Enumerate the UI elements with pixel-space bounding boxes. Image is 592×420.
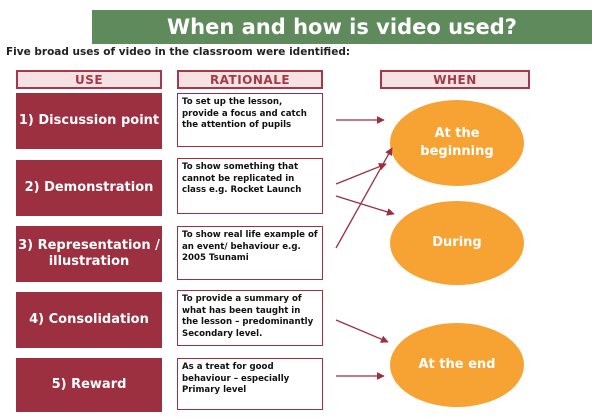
use-label: 1) Discussion point	[18, 112, 160, 128]
use-box-5: 5) Reward	[16, 358, 162, 412]
when-oval-beginning: At the beginning	[390, 100, 524, 186]
rationale-text: To set up the lesson, provide a focus an…	[182, 97, 307, 131]
when-label: At the end	[418, 356, 496, 372]
rationale-box-1: To set up the lesson, provide a focus an…	[177, 93, 323, 147]
use-box-2: 2) Demonstration	[16, 160, 162, 216]
rationale-box-4: To provide a summary of what has been ta…	[177, 290, 323, 346]
use-box-4: 4) Consolidation	[16, 292, 162, 348]
title-banner: When and how is video used?	[92, 10, 592, 44]
rationale-box-2: To show something that cannot be replica…	[177, 158, 323, 214]
when-label: During	[432, 234, 482, 250]
header-when: WHEN	[380, 70, 530, 89]
rationale-text: As a treat for good behaviour – especial…	[182, 362, 290, 396]
use-label: 5) Reward	[51, 376, 127, 392]
when-label: At the beginning	[420, 125, 494, 159]
arrow-2-beginning	[335, 162, 387, 185]
header-rationale: RATIONALE	[177, 70, 323, 89]
arrow-3-beginning	[335, 147, 393, 249]
intro-text: Five broad uses of video in the classroo…	[6, 46, 351, 58]
header-use: USE	[16, 70, 162, 89]
use-box-3: 3) Representation / illustration	[16, 226, 162, 282]
use-box-1: 1) Discussion point	[16, 93, 162, 149]
rationale-text: To provide a summary of what has been ta…	[182, 294, 314, 339]
rationale-box-3: To show real life example of an event/ b…	[177, 226, 323, 280]
when-oval-end: At the end	[390, 323, 524, 407]
use-label: 2) Demonstration	[24, 179, 154, 195]
arrow-4-end	[335, 319, 389, 343]
when-oval-during: During	[390, 201, 524, 285]
arrow-2-during	[335, 195, 395, 216]
page-title: When and how is video used?	[167, 15, 517, 39]
rationale-text: To show something that cannot be replica…	[182, 162, 302, 196]
rationale-box-5: As a treat for good behaviour – especial…	[177, 358, 323, 410]
rationale-text: To show real life example of an event/ b…	[182, 230, 318, 264]
use-label: 3) Representation / illustration	[18, 237, 160, 269]
use-label: 4) Consolidation	[29, 311, 149, 327]
